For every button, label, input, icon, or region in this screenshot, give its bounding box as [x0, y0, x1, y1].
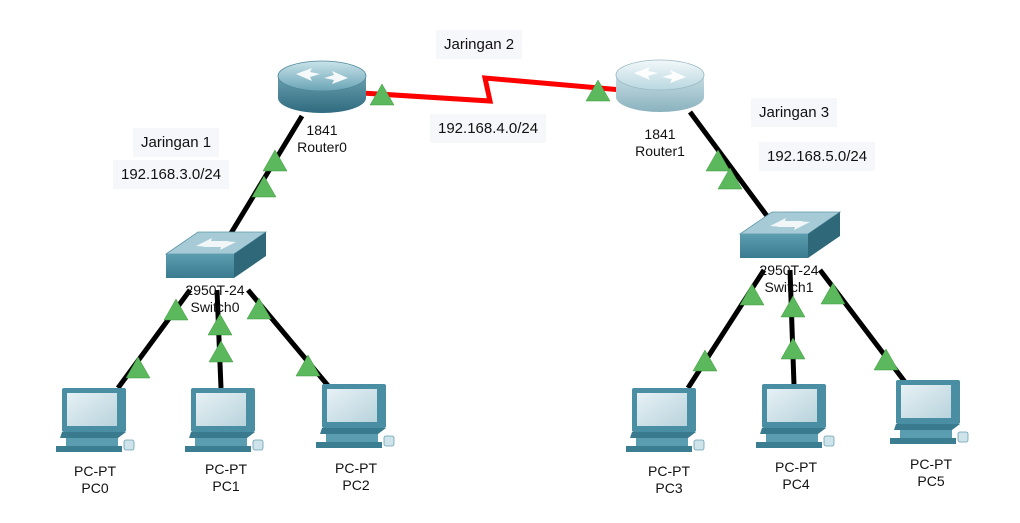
mouse — [123, 439, 135, 451]
screen — [637, 393, 687, 426]
network2-subnet[interactable]: 192.168.4.0/24 — [430, 114, 547, 143]
pc2-model: PC-PT — [335, 460, 377, 476]
pc3-model: PC-PT — [648, 463, 690, 479]
mouse — [252, 439, 264, 451]
keyboard — [66, 438, 118, 446]
switch0-front — [166, 254, 234, 278]
link-up-indicator — [585, 79, 611, 102]
switch1-side — [808, 212, 840, 258]
link-up-indicator — [692, 349, 718, 372]
switch1[interactable] — [738, 211, 842, 258]
pc3-name: PC3 — [655, 480, 683, 496]
switch0[interactable] — [164, 231, 268, 278]
router-arrows-icon — [634, 67, 686, 83]
pc2[interactable] — [316, 384, 395, 448]
link-up-indicator — [125, 356, 151, 379]
link-up-indicator — [873, 348, 899, 371]
pc5-name: PC5 — [917, 473, 945, 489]
switch0-side — [234, 232, 266, 278]
network1-name[interactable]: Jaringan 1 — [133, 128, 220, 157]
link-up-indicator — [717, 167, 743, 190]
keyboard — [766, 434, 818, 442]
pc0[interactable] — [56, 388, 135, 452]
keyboard — [636, 438, 688, 446]
link-up-indicator — [780, 295, 806, 318]
keyboard — [326, 434, 378, 442]
network1-subnet[interactable]: 192.168.3.0/24 — [113, 160, 230, 189]
pc5-label: PC-PT PC5 — [896, 456, 966, 490]
mouse — [957, 431, 969, 443]
router1[interactable] — [615, 59, 705, 112]
link-up-indicator — [739, 283, 765, 306]
screen — [767, 389, 817, 422]
pc5-model: PC-PT — [910, 456, 952, 472]
link-up-indicator — [207, 313, 233, 336]
link-up-indicator — [262, 149, 288, 172]
keyboard — [195, 438, 247, 446]
pc1-label: PC-PT PC1 — [191, 461, 261, 495]
switch1-name: Switch1 — [764, 279, 814, 295]
network2-name[interactable]: Jaringan 2 — [436, 30, 523, 59]
switch1-model: 2950T-24 — [759, 262, 819, 278]
link-router1-switch1[interactable] — [687, 110, 773, 222]
router0-name: Router0 — [297, 139, 347, 155]
screen — [327, 389, 377, 422]
link-up-indicator — [251, 175, 277, 198]
switch1-label: 2950T-24 Switch1 — [744, 262, 834, 296]
link-up-indicator — [820, 282, 846, 305]
mouse — [383, 435, 395, 447]
mouse — [693, 439, 705, 451]
link-up-indicator — [780, 337, 806, 360]
switch-arrows-icon — [770, 218, 810, 230]
pc1-name: PC1 — [212, 478, 240, 494]
pc5[interactable] — [890, 380, 969, 444]
serial-link-router0-router1[interactable] — [361, 75, 623, 104]
screen — [67, 393, 117, 426]
screen — [196, 393, 246, 426]
switch-arrows-icon — [196, 238, 236, 250]
switch0-name: Switch0 — [190, 299, 240, 315]
link-switch1-pc4[interactable] — [787, 269, 797, 386]
pc2-name: PC2 — [342, 477, 370, 493]
pc4-label: PC-PT PC4 — [761, 459, 831, 493]
router0-model: 1841 — [306, 122, 338, 138]
pcs — [56, 380, 969, 452]
link-up-indicator — [705, 149, 731, 172]
link-up-indicator — [369, 83, 395, 106]
screen — [901, 385, 951, 418]
pc1[interactable] — [185, 388, 264, 452]
pc2-label: PC-PT PC2 — [321, 460, 391, 494]
switch0-model: 2950T-24 — [185, 282, 245, 298]
link-up-indicator — [208, 340, 234, 363]
router0-label: 1841 Router0 — [284, 122, 360, 156]
router0-top — [277, 60, 367, 92]
link-up-indicator — [246, 297, 272, 320]
switch0-label: 2950T-24 Switch0 — [170, 282, 260, 316]
pc4-name: PC4 — [782, 476, 810, 492]
pc1-model: PC-PT — [205, 461, 247, 477]
pc3-label: PC-PT PC3 — [634, 463, 704, 497]
network3-subnet[interactable]: 192.168.5.0/24 — [759, 142, 876, 171]
router1-model: 1841 — [644, 126, 676, 142]
link-up-indicator — [295, 354, 321, 377]
link-switch0-pc1[interactable] — [214, 289, 224, 389]
pc0-name: PC0 — [81, 480, 109, 496]
pc0-label: PC-PT PC0 — [60, 463, 130, 497]
router1-name: Router1 — [635, 143, 685, 159]
keyboard — [900, 430, 952, 438]
pc3[interactable] — [626, 388, 705, 452]
router1-label: 1841 Router1 — [622, 126, 698, 160]
router0[interactable] — [277, 60, 367, 113]
switch1-front — [740, 234, 808, 258]
pc4-model: PC-PT — [775, 459, 817, 475]
network3-name[interactable]: Jaringan 3 — [751, 98, 838, 127]
link-up-indicator — [163, 298, 189, 321]
link-status-indicators — [125, 79, 899, 379]
mouse — [823, 435, 835, 447]
pc0-model: PC-PT — [74, 463, 116, 479]
router1-top — [615, 59, 705, 91]
router-arrows-icon — [296, 68, 348, 84]
pc4[interactable] — [756, 384, 835, 448]
